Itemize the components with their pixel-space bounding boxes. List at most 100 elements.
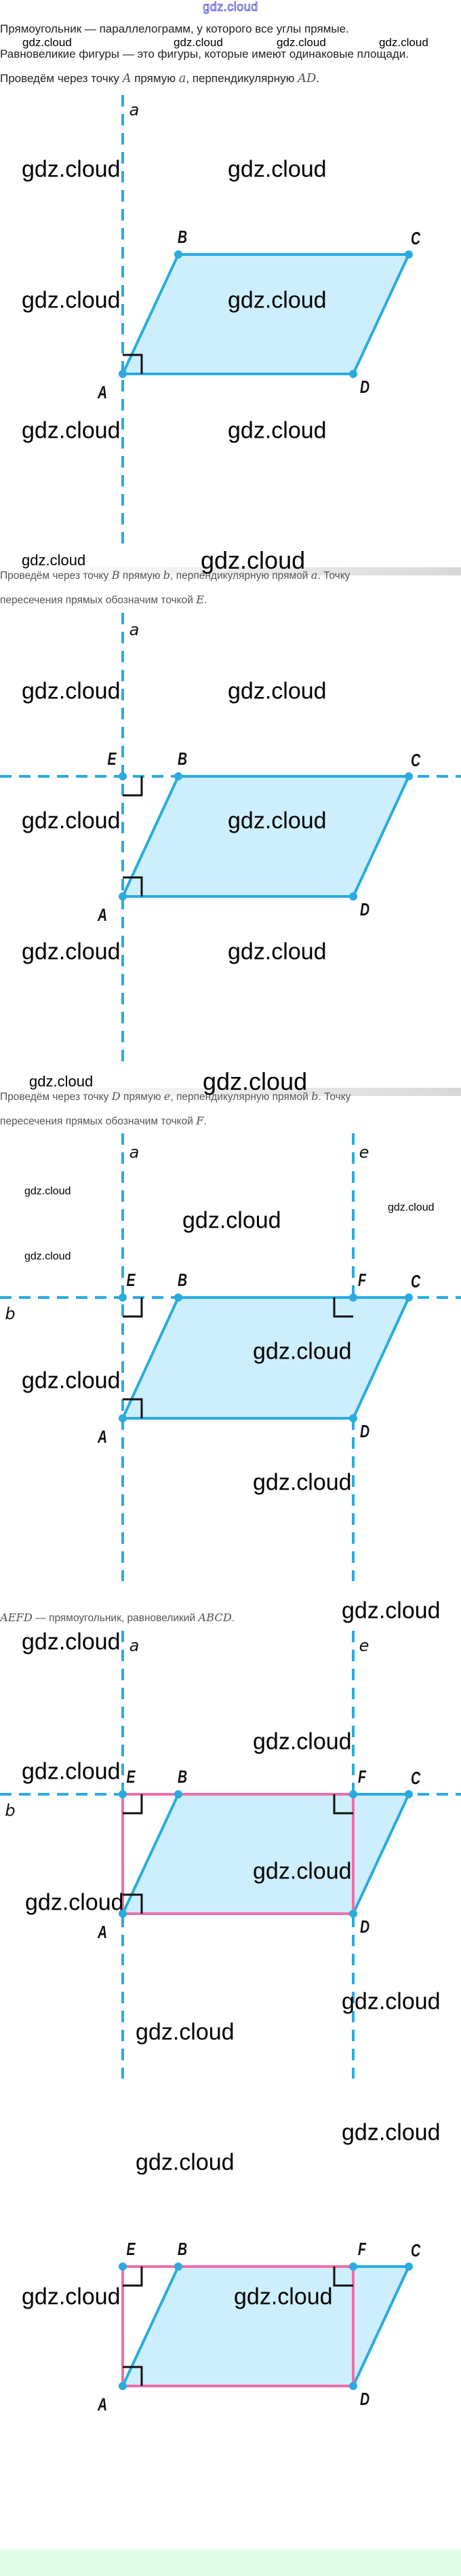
math-symbol: AEFD	[0, 1611, 33, 1624]
watermark-text: gdz.cloud	[22, 1367, 121, 1394]
point-c-label: C	[411, 228, 420, 248]
point-c	[405, 1790, 413, 1798]
math-symbol: D	[111, 1090, 121, 1103]
math-symbol: E	[196, 593, 205, 606]
point-d-label: D	[360, 1421, 369, 1441]
parallelogram-abcd	[121, 775, 410, 898]
right-angle-marker-a	[123, 876, 143, 896]
watermark-text: gdz.cloud	[174, 36, 223, 49]
math-symbol: b	[311, 1090, 319, 1103]
watermark-text: gdz.cloud	[29, 1073, 94, 1090]
watermark-text: gdz.cloud	[24, 1251, 71, 1262]
point-e-label: E	[107, 749, 117, 768]
parallelogram-abcd	[121, 1793, 410, 1915]
point-e	[119, 1293, 127, 1302]
point-c-label: C	[411, 2240, 420, 2260]
right-angle-marker-e	[123, 1794, 143, 1815]
footer-bar	[0, 2550, 461, 2576]
math-symbol: AD	[298, 71, 317, 86]
text-run: .	[231, 1612, 235, 1624]
watermark-text: gdz.cloud	[228, 156, 327, 183]
text-run: .	[204, 594, 207, 606]
right-angle-marker-a	[123, 1398, 143, 1418]
line-e-label: e	[359, 1143, 369, 1162]
line-b-label: b	[5, 1304, 15, 1323]
watermark-text: gdz.cloud	[201, 546, 306, 574]
watermark-text: gdz.cloud	[342, 1597, 441, 1624]
watermark-text: gdz.cloud	[228, 939, 327, 965]
point-e-label: E	[126, 2239, 136, 2258]
point-b-label: B	[178, 749, 187, 768]
watermark-text: gdz.cloud	[342, 2119, 441, 2146]
text-run: Проведём через точку	[0, 72, 123, 85]
point-a	[119, 1910, 127, 1918]
point-d	[349, 1910, 357, 1918]
point-c	[405, 250, 413, 259]
text-run: — прямоугольник, равновеликий	[32, 1612, 199, 1624]
text-run: , перпендикулярную	[186, 72, 298, 85]
step-3-text-line-1: Проведём через точку D прямую e, перпенд…	[0, 1090, 350, 1103]
watermark-text: gdz.cloud	[22, 1629, 121, 1655]
watermark-text: gdz.cloud	[342, 1988, 441, 2015]
text-run: .	[203, 1116, 207, 1127]
watermark-text: gdz.cloud	[22, 552, 86, 569]
text-run: Проведём через точку	[0, 1091, 112, 1103]
point-b-label: B	[178, 1766, 187, 1786]
math-symbol: A	[122, 71, 132, 86]
point-b-label: B	[178, 2239, 187, 2258]
point-c	[405, 2262, 413, 2271]
section-divider	[0, 567, 461, 575]
watermark-text: gdz.cloud	[22, 1758, 121, 1785]
watermark-text: gdz.cloud	[22, 2284, 121, 2310]
line-a-label: a	[129, 100, 140, 119]
point-c-label: C	[411, 1271, 420, 1291]
point-d	[349, 2382, 357, 2390]
point-d-label: D	[360, 2389, 369, 2408]
math-symbol: ABCD	[198, 1611, 232, 1624]
point-b	[174, 1790, 182, 1798]
text-run: прямую	[120, 1091, 164, 1103]
watermark-text: gdz.cloud	[253, 1469, 352, 1496]
right-angle-marker-f	[333, 2267, 353, 2287]
watermark-text: gdz.cloud	[253, 1338, 352, 1365]
text-run: Проведём через точку	[0, 570, 112, 582]
watermark-text: gdz.cloud	[228, 287, 327, 314]
point-d-label: D	[360, 1916, 369, 1936]
point-c-label: C	[411, 750, 420, 770]
step-3-text-line-2: пересечения прямых обозначим точкой F.	[0, 1114, 207, 1128]
step-2-text-line-1: Проведём через точку B прямую b, перпенд…	[0, 569, 350, 582]
text-run: . Точку	[318, 1091, 351, 1103]
watermark-text: gdz.cloud	[22, 287, 121, 314]
watermark-text: gdz.cloud	[22, 417, 121, 444]
watermark-text: gdz.cloud	[203, 1067, 308, 1095]
point-d	[349, 1414, 357, 1422]
watermark-text: gdz.cloud	[388, 1202, 435, 1213]
point-b	[174, 1293, 182, 1302]
point-d	[349, 892, 357, 901]
line-b-label: b	[5, 1801, 15, 1820]
point-f-label: F	[358, 1270, 367, 1289]
watermark-text: gdz.cloud	[22, 36, 72, 49]
point-a	[119, 370, 127, 378]
point-a-label: A	[97, 1426, 107, 1446]
watermark-text: gdz.cloud	[182, 1207, 281, 1234]
watermark-text: gdz.cloud	[277, 36, 326, 49]
line-e-label: e	[359, 1636, 369, 1655]
watermark-text: gdz.cloud	[22, 678, 121, 704]
text-run: , перпендикулярную прямой	[170, 1091, 312, 1103]
point-a	[119, 892, 127, 901]
watermark-text: gdz.cloud	[136, 2149, 235, 2176]
watermark-text: gdz.cloud	[253, 1858, 352, 1884]
point-a-label: A	[97, 1922, 107, 1942]
point-e	[119, 1790, 127, 1798]
watermark-text: gdz.cloud	[22, 156, 121, 183]
point-e-label: E	[126, 1766, 136, 1786]
point-f-label: F	[358, 2239, 367, 2258]
point-f-label: F	[358, 1766, 367, 1786]
step-1-text: Проведём через точку A прямую a, перпенд…	[0, 71, 319, 86]
watermark-text: gdz.cloud	[228, 808, 327, 834]
step-2-text-line-2: пересечения прямых обозначим точкой E.	[0, 593, 207, 607]
right-angle-marker-e	[123, 2267, 143, 2287]
text-run: пересечения прямых обозначим точкой	[0, 1116, 197, 1127]
